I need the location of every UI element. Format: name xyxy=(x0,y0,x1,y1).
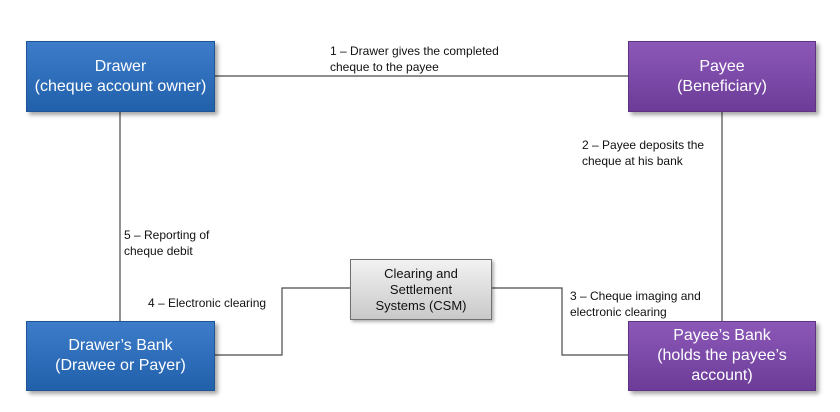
csm-line-2: Settlement xyxy=(389,281,453,297)
connector-csm-to-payees-bank xyxy=(492,287,628,356)
payee-node: Payee (Beneficiary) xyxy=(628,41,816,112)
step-5-line-2: cheque debit xyxy=(124,244,193,258)
drawers-bank-node: Drawer’s Bank (Drawee or Payer) xyxy=(26,321,215,391)
step-5-label: 5 – Reporting of cheque debit xyxy=(124,227,209,259)
step-5-line-1: 5 – Reporting of xyxy=(124,228,210,242)
drawers-bank-title: Drawer’s Bank xyxy=(68,337,173,354)
step-1-label: 1 – Drawer gives the completed cheque to… xyxy=(330,43,499,75)
csm-node: Clearing and Settlement Systems (CSM) xyxy=(350,259,492,320)
payee-subtitle: (Beneficiary) xyxy=(677,77,767,95)
csm-line-3: Systems (CSM) xyxy=(375,297,467,313)
payees-bank-subtitle-1: (holds the payee’s xyxy=(657,347,787,364)
drawer-node: Drawer (cheque account owner) xyxy=(26,41,215,112)
step-3-label: 3 – Cheque imaging and electronic cleari… xyxy=(570,288,701,320)
payees-bank-subtitle-2: account) xyxy=(691,367,753,384)
drawer-title: Drawer xyxy=(94,57,147,75)
drawer-subtitle: (cheque account owner) xyxy=(34,77,207,95)
step-1-line-2: cheque to the payee xyxy=(330,60,439,74)
connector-drawers-bank-to-csm xyxy=(215,287,350,356)
payee-title: Payee xyxy=(699,57,745,75)
drawers-bank-subtitle: (Drawee or Payer) xyxy=(55,357,186,374)
step-4-label: 4 – Electronic clearing xyxy=(148,295,266,311)
payees-bank-title: Payee’s Bank xyxy=(673,327,771,344)
csm-line-1: Clearing and xyxy=(384,265,458,281)
payees-bank-node: Payee’s Bank (holds the payee’s account) xyxy=(628,321,816,391)
step-2-line-2: cheque at his bank xyxy=(582,154,683,168)
step-2-label: 2 – Payee deposits the cheque at his ban… xyxy=(582,137,704,169)
step-3-line-2: electronic clearing xyxy=(570,305,667,319)
step-3-line-1: 3 – Cheque imaging and xyxy=(570,289,701,303)
step-2-line-1: 2 – Payee deposits the xyxy=(582,138,705,152)
step-4-line-1: 4 – Electronic clearing xyxy=(148,296,267,310)
step-1-line-1: 1 – Drawer gives the completed xyxy=(330,44,499,58)
